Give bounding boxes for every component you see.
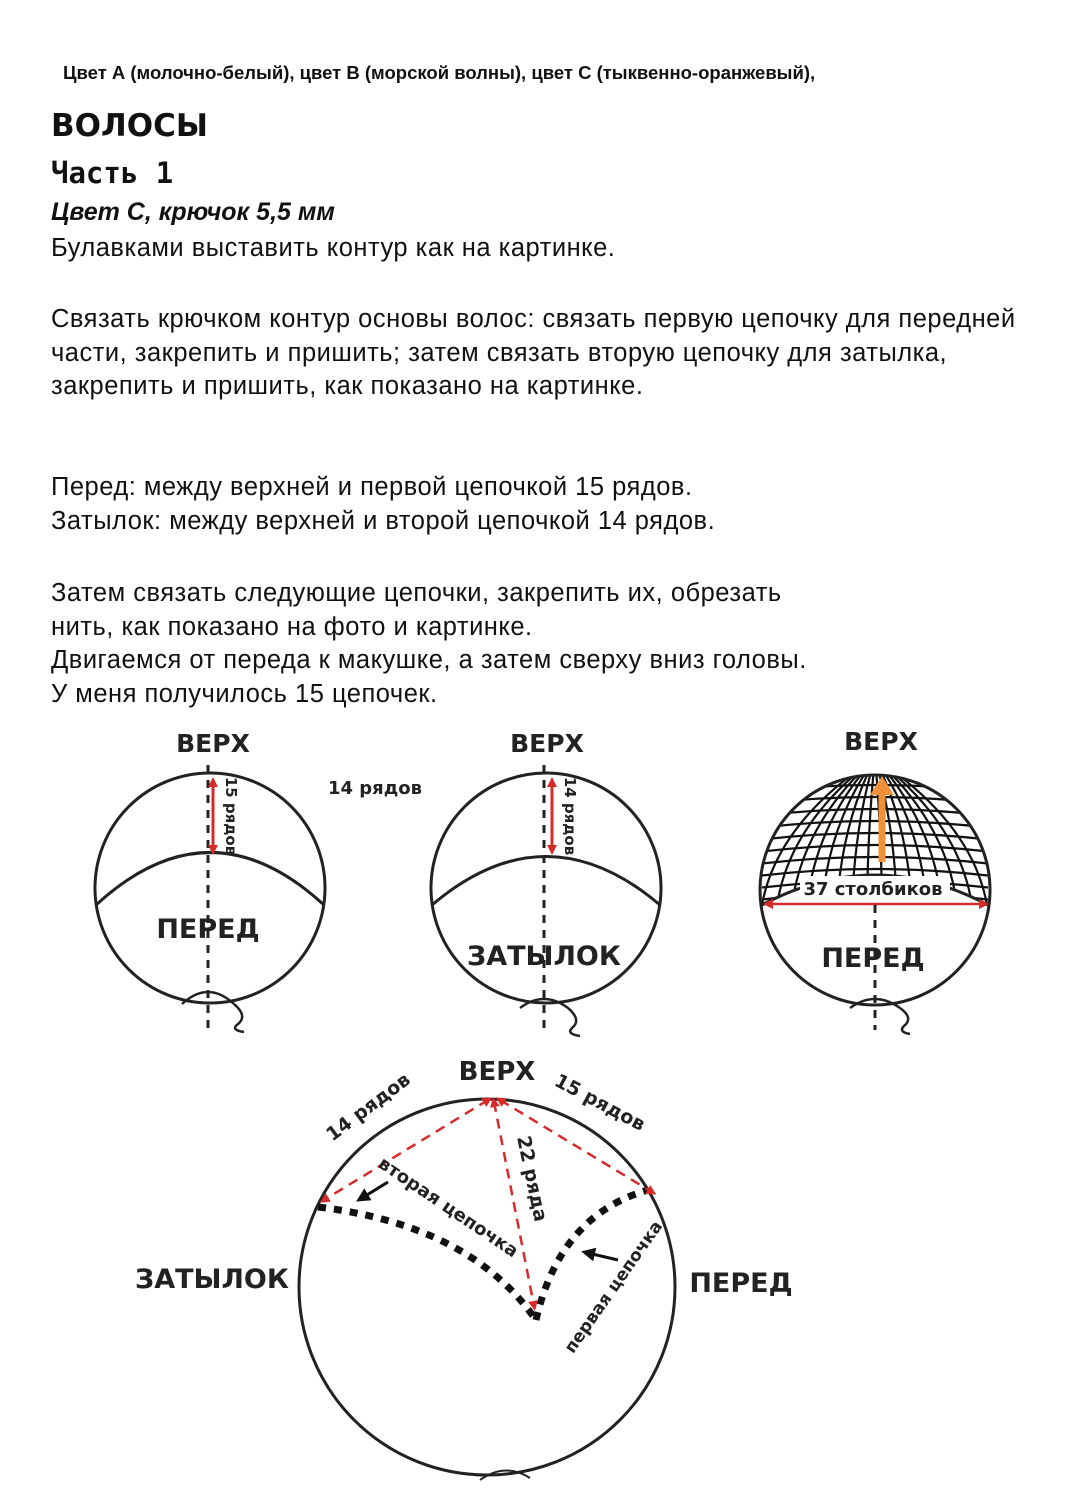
d3-grid-parallel <box>762 795 988 807</box>
paragraph-pins: Булавками выставить контур как на картин… <box>51 234 616 262</box>
diagram-side-view: ВЕРХ ЗАТЫЛОК ПЕРЕД 14 рядов 15 рядов 22 … <box>135 1057 793 1481</box>
paragraph-row-counts: Перед: между верхней и первой цепочкой 1… <box>51 473 716 535</box>
d3-grid-parallel <box>762 819 988 831</box>
d2-head-circle <box>429 771 663 1005</box>
diagram-back-view: ВЕРХ 14 рядов ЗАТЫЛОК <box>429 729 663 1038</box>
d2-chain-line <box>431 855 661 907</box>
d4-rows-right-label: 15 рядов <box>551 1070 649 1136</box>
d1-top-label: ВЕРХ <box>176 729 250 758</box>
color-hook-note: Цвет С, крючок 5,5 мм <box>51 198 335 226</box>
d4-rows-center-arrow <box>490 1097 538 1311</box>
part-title: Часть 1 <box>51 156 174 190</box>
d4-top-label: ВЕРХ <box>459 1057 536 1087</box>
d4-rows-right-arrow <box>495 1097 657 1195</box>
d2-back-label: ЗАТЫЛОК <box>467 941 621 972</box>
d3-grid-parallel <box>762 831 988 843</box>
d4-first-chain-label: первая цепочка <box>561 1217 667 1357</box>
d4-back-label: ЗАТЫЛОК <box>135 1264 289 1295</box>
d1-rows-label: 15 рядов <box>222 777 240 855</box>
d2-neck-arc <box>519 997 569 1010</box>
d1-front-label: ПЕРЕД <box>156 914 259 945</box>
d1-neck-arc <box>181 990 235 1005</box>
d4-rows-left-label: 14 рядов <box>322 1069 415 1146</box>
d3-grid-meridian <box>888 775 974 905</box>
diagram-front-view: ВЕРХ 14 рядов 15 рядов ПЕРЕД <box>93 729 422 1034</box>
d1-side-note: 14 рядов <box>328 778 422 799</box>
d4-neck-arc <box>479 1469 531 1481</box>
d2-top-label: ВЕРХ <box>510 729 584 758</box>
colors-note: Цвет А (молочно-белый), цвет В (морской … <box>63 62 816 83</box>
d4-second-chain-label: вторая цепочка <box>374 1153 522 1262</box>
d4-second-chain-pointer <box>356 1180 389 1202</box>
section-title: ВОЛОСЫ <box>51 108 208 144</box>
d3-grid-parallel <box>762 867 988 879</box>
d3-chain-line <box>761 873 989 907</box>
d1-thread-tail <box>233 1003 245 1034</box>
d4-rows-center-label: 22 ряда <box>512 1134 552 1224</box>
d3-head-circle <box>758 773 992 1007</box>
paragraph-outline: Связать крючком контур основы волос: свя… <box>51 305 1016 400</box>
d3-front-label: ПЕРЕД <box>821 943 924 974</box>
paragraph-chains: Затем связать следующие цепочки, закрепи… <box>51 579 807 708</box>
d1-head-circle <box>93 771 327 1005</box>
d1-chain-line <box>94 851 326 907</box>
d3-thread-tail <box>899 1006 911 1036</box>
d2-thread-tail <box>567 1007 581 1038</box>
d3-neck-arc <box>849 997 901 1010</box>
d4-first-chain-pointer <box>581 1247 619 1262</box>
d3-grid-parallel <box>762 855 988 867</box>
d3-direction-arrowhead <box>870 776 894 795</box>
d4-front-label: ПЕРЕД <box>689 1268 792 1299</box>
d4-second-chain <box>317 1203 539 1322</box>
d2-rows-label: 14 рядов <box>561 777 579 855</box>
d4-rows-left-arrow <box>319 1097 493 1203</box>
d3-top-label: ВЕРХ <box>844 727 918 756</box>
d3-stitches-label: 37 столбиков <box>803 879 942 900</box>
diagram-stitch-grid: ВЕРХ 37 столбиков ПЕРЕД <box>758 727 992 1036</box>
d3-label-bg <box>800 876 950 900</box>
d3-grid-meridian <box>775 775 862 905</box>
d3-grid-parallel <box>762 843 988 855</box>
